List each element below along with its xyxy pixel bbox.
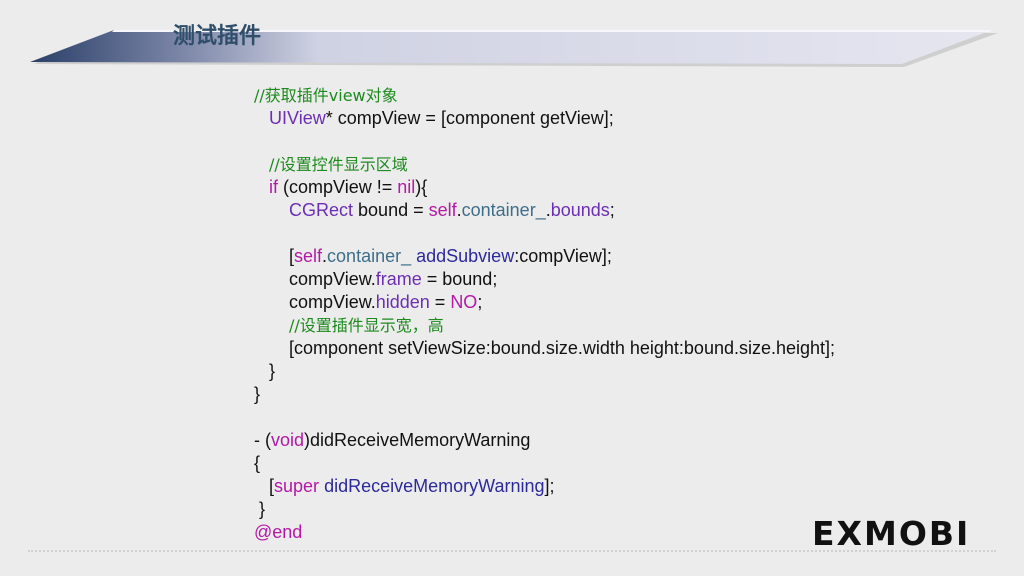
banner-band [30,30,992,64]
logo-wordmark: EXMOBI [812,516,970,552]
code-token: - ( [254,430,271,450]
code-token: )didReceiveMemoryWarning [304,430,531,450]
code-line: //设置插件显示宽，高 [254,314,835,337]
code-line [254,130,835,153]
code-token: compView. [254,292,376,312]
code-token: = [429,292,451,312]
code-line: } [254,383,835,406]
code-token: . [545,200,551,220]
code-token: super [274,476,320,496]
code-token: frame [375,269,422,289]
code-token: } [254,499,266,519]
code-line: { [254,452,835,475]
code-token: void [271,430,305,450]
code-line: //设置控件显示区域 [254,153,835,176]
code-line: CGRect bound = self.container_.bounds; [254,199,835,222]
code-comment: //设置控件显示区域 [269,155,408,174]
code-token [254,200,289,220]
code-token: [ [254,476,275,496]
code-token: . [322,246,328,266]
code-token: compView. [254,269,376,289]
code-token: { [254,453,261,473]
code-line: @end [254,521,835,544]
code-token: container_ [461,200,546,220]
code-token: ){ [415,177,428,197]
code-token [254,315,289,335]
code-line: compView.hidden = NO; [254,291,835,314]
code-line [254,222,835,245]
code-line [254,406,835,429]
code-line: [super didReceiveMemoryWarning]; [254,475,835,498]
code-token: bound = [353,200,429,220]
code-token: hidden [375,292,430,312]
code-token: :compView]; [514,246,612,266]
code-line: [component setViewSize:bound.size.width … [254,337,835,360]
code-token: nil [397,177,416,197]
code-token [254,154,269,174]
code-comment: //设置插件显示宽，高 [289,316,444,335]
code-line: //获取插件view对象 [254,84,835,107]
code-token: ]; [544,476,555,496]
title-banner [30,30,998,67]
code-token: self [294,246,323,266]
code-comment: //获取插件view对象 [254,86,398,105]
code-token: . [456,200,462,220]
code-token: [ [254,246,295,266]
code-token: CGRect [289,200,354,220]
code-token: * compView = [component getView]; [325,108,614,128]
code-token: didReceiveMemoryWarning [324,476,545,496]
slide-title: 测试插件 [173,24,262,49]
code-token: @end [254,522,303,542]
code-token [254,177,269,197]
code-line: } [254,360,835,383]
code-token: bounds [550,200,610,220]
code-line: } [254,498,835,521]
code-token: } [254,384,261,404]
code-token: self [428,200,457,220]
code-token: container_ [327,246,412,266]
code-token: } [254,361,276,381]
code-token: ; [609,200,615,220]
code-line: [self.container_ addSubview:compView]; [254,245,835,268]
exmobi-logo: EXMOBI [812,516,970,552]
banner-top-edge [112,30,992,32]
code-block: //获取插件view对象 UIView* compView = [compone… [254,84,835,544]
code-token: [component setViewSize:bound.size.width … [254,338,836,358]
code-token: NO [450,292,478,312]
code-token: (compView != [278,177,398,197]
code-token: = bound; [421,269,498,289]
code-line: compView.frame = bound; [254,268,835,291]
code-token: if [269,177,279,197]
code-token: ; [477,292,483,312]
code-token: addSubview [416,246,515,266]
code-token: UIView [269,108,326,128]
code-token [254,108,269,128]
code-line: - (void)didReceiveMemoryWarning [254,429,835,452]
bottom-divider [28,550,996,552]
code-line: if (compView != nil){ [254,176,835,199]
code-line: UIView* compView = [component getView]; [254,107,835,130]
